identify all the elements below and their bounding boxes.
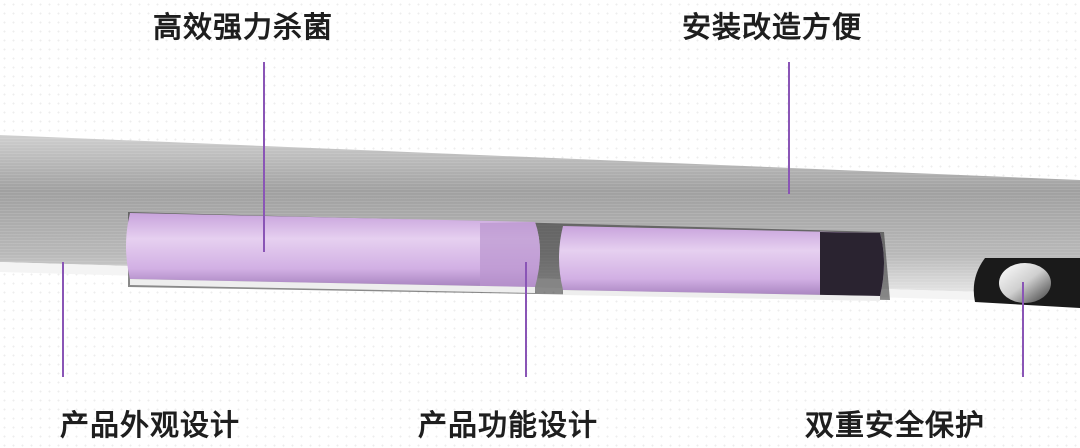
uv-tube-left	[126, 213, 540, 293]
lens-icon	[999, 263, 1051, 303]
label-function-design: 产品功能设计	[418, 408, 599, 442]
leader-line-top-right	[788, 62, 790, 194]
leader-line-bottom-right	[1022, 282, 1024, 377]
leader-line-bottom-center	[525, 262, 527, 377]
label-appearance-design: 产品外观设计	[60, 408, 241, 442]
safety-lens	[973, 258, 1080, 308]
uv-tube-right	[559, 226, 884, 301]
label-easy-installation: 安装改造方便	[682, 10, 863, 44]
label-double-safety: 双重安全保护	[805, 408, 986, 442]
leader-line-top-left	[263, 62, 265, 252]
leader-line-bottom-left	[62, 262, 64, 377]
label-efficient-sterilization: 高效强力杀菌	[153, 10, 334, 44]
